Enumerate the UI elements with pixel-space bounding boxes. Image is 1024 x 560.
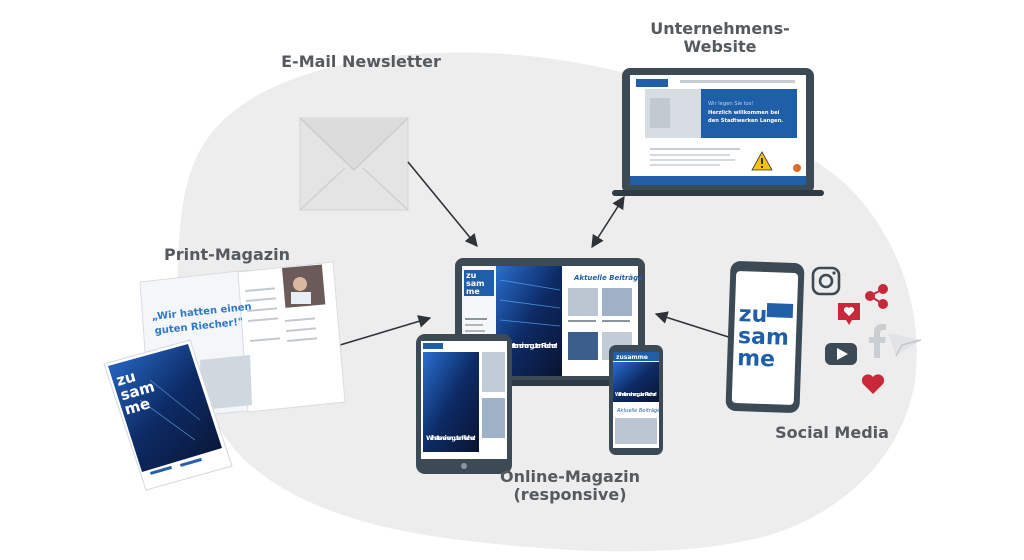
label-social-media: Social Media <box>775 423 889 442</box>
online-magazine-tablet: Wir hatten einen guten Riecher! <box>416 334 512 474</box>
phone-brand: zusamme <box>616 354 648 361</box>
label-unternehmens-website: Unternehmens- Website <box>650 19 790 57</box>
website-laptop: Wir legen Sie los! Herzlich willkommen b… <box>612 68 824 196</box>
arrow-website <box>591 195 625 249</box>
share-icon <box>865 284 888 309</box>
instagram-icon <box>811 266 841 296</box>
online-magazine-phone: zusamme Wir hatten einen guten Riecher! … <box>609 345 663 455</box>
arrow-print <box>339 315 432 346</box>
laptop-section-title: Aktuelle Beiträge <box>573 274 643 282</box>
social-logo-1: zu <box>738 302 767 328</box>
like-icon <box>838 303 860 325</box>
connection-arrows <box>339 161 739 346</box>
print-cover-logo-1: zu <box>114 367 138 390</box>
laptop-logo-1: zu <box>466 271 477 280</box>
website-hero-banner <box>701 89 797 138</box>
social-phone: zu sam me <box>725 261 805 413</box>
envelope-icon <box>299 117 409 211</box>
laptop-logo-2: sam <box>466 279 485 288</box>
label-online-magazin: Online-Magazin (responsive) <box>500 467 640 505</box>
laptop-hero-headline: Wir hatten einen guten Riecher! <box>500 342 558 350</box>
phone-section-title: Aktuelle Beiträge <box>616 408 660 414</box>
heart-icon <box>861 374 885 394</box>
youtube-icon <box>825 343 857 365</box>
label-print-magazin: Print-Magazin <box>164 245 290 264</box>
arrow-social <box>654 311 739 341</box>
arrow-newsletter <box>407 161 478 247</box>
tablet-hero-image <box>423 352 479 452</box>
send-icon <box>888 333 922 357</box>
phone-hero-headline: Wir hatten einen guten Riecher! <box>615 392 657 398</box>
facebook-icon <box>869 324 886 358</box>
website-hero-line1: Wir legen Sie los! <box>708 101 753 107</box>
print-cover-image <box>108 344 222 472</box>
social-logo-3: me <box>737 346 776 372</box>
laptop-logo-3: me <box>466 287 480 296</box>
social-logo-2: sam <box>738 324 790 351</box>
print-magazine: „Wir hatten einen guten Riecher!" zu sam… <box>103 261 346 491</box>
label-email-newsletter: E-Mail Newsletter <box>281 52 441 71</box>
website-hero-line3: den Stadtwerken Langen. <box>708 118 783 124</box>
tablet-hero-headline: Wir hatten einen guten Riecher! <box>426 434 476 442</box>
website-hero-line2: Herzlich willkommen bei <box>708 110 780 116</box>
